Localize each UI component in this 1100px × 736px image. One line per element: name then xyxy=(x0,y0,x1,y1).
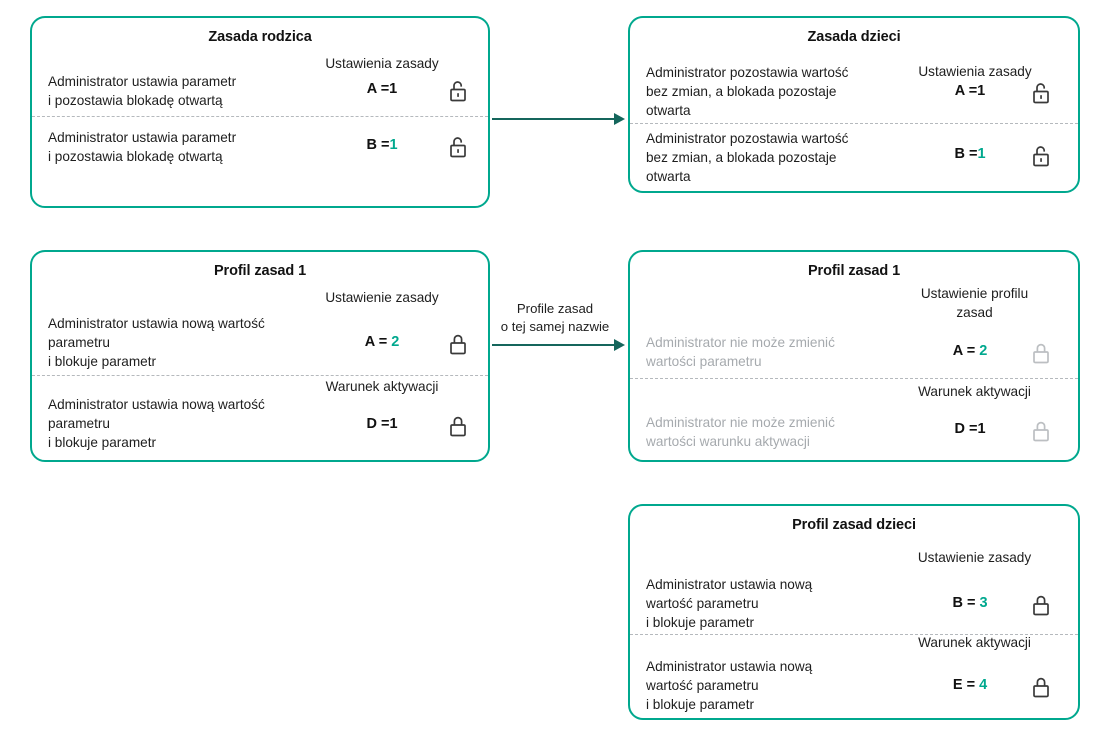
value-key: E xyxy=(952,677,963,693)
value-number: 1 xyxy=(389,81,398,97)
value-number: 3 xyxy=(979,595,988,611)
value-separator: = xyxy=(380,81,390,97)
row-value: D =1 xyxy=(920,421,1020,437)
value-key: D xyxy=(366,416,377,432)
row-value: B = 3 xyxy=(920,595,1020,611)
value-number: 1 xyxy=(977,83,986,99)
value-separator: = xyxy=(968,146,978,162)
row-description: Administrator pozostawia wartość bez zmi… xyxy=(646,130,849,184)
row-description: Administrator nie może zmienić wartości … xyxy=(646,334,835,369)
column-header-policy-settings: Ustawienia zasady xyxy=(918,64,1032,79)
table-row: Administrator ustawia parametr i pozosta… xyxy=(32,117,488,177)
table-row: Administrator ustawia nową wartość param… xyxy=(630,635,1078,712)
card-title: Zasada dzieci xyxy=(807,29,901,45)
value-key: B xyxy=(366,137,377,153)
row-description: Administrator ustawia nową wartość param… xyxy=(646,658,813,712)
unlocked-padlock-icon xyxy=(447,135,469,159)
locked-padlock-icon-disabled xyxy=(1030,341,1052,365)
row-description: Administrator ustawia parametr i pozosta… xyxy=(48,130,237,164)
value-separator: = xyxy=(966,595,976,611)
row-value: D =1 xyxy=(332,416,432,432)
table-row: Administrator ustawia nową wartość param… xyxy=(32,376,488,450)
value-number: 1 xyxy=(389,137,398,153)
value-key: A xyxy=(364,334,375,350)
column-header-policy-setting: Ustawienie zasady xyxy=(917,550,1032,565)
row-description: Administrator ustawia nową wartość param… xyxy=(48,396,265,450)
locked-padlock-icon xyxy=(1030,675,1052,699)
column-header-activation-condition: Warunek aktywacji xyxy=(325,379,439,394)
unlocked-padlock-icon xyxy=(1030,81,1052,105)
value-key: A xyxy=(954,83,965,99)
value-separator: = xyxy=(968,421,978,437)
value-key: B xyxy=(952,595,963,611)
value-separator: = xyxy=(378,334,388,350)
row-value: E = 4 xyxy=(920,677,1020,693)
row-value: A = 2 xyxy=(920,343,1020,359)
unlocked-padlock-icon xyxy=(1030,144,1052,168)
row-description: Administrator nie może zmienić wartości … xyxy=(646,415,835,449)
table-row: Administrator ustawia nową wartość param… xyxy=(32,304,488,376)
value-number: 2 xyxy=(979,343,988,359)
card-title: Zasada rodzica xyxy=(208,29,312,45)
table-row: Administrator ustawia nową wartość param… xyxy=(630,565,1078,635)
table-row: Administrator pozostawia wartość bez zmi… xyxy=(630,59,1078,124)
row-description: Administrator ustawia parametr i pozosta… xyxy=(48,73,237,108)
arrow-profile-same-name-label: Profile zasad o tej samej nazwie xyxy=(500,301,610,334)
table-row: Administrator nie może zmienić wartości … xyxy=(630,325,1078,379)
value-key: D xyxy=(954,421,965,437)
value-separator: = xyxy=(966,343,976,359)
card-parent-policy: Zasada rodzica Ustawienia zasady Adminis… xyxy=(30,16,490,208)
value-separator: = xyxy=(968,83,978,99)
value-separator: = xyxy=(380,137,390,153)
column-header-policy-setting: Ustawienie zasady xyxy=(325,290,439,305)
card-rows: Administrator ustawia nową wartość param… xyxy=(630,565,1078,712)
column-header-profile-setting: Ustawienie profilu zasad xyxy=(920,286,1029,320)
table-row: Administrator pozostawia wartość bez zmi… xyxy=(630,124,1078,190)
card-rows: Administrator ustawia parametr i pozosta… xyxy=(32,65,488,177)
value-key: A xyxy=(952,343,963,359)
row-value: B =1 xyxy=(332,137,432,153)
row-value: A =1 xyxy=(332,81,432,97)
row-description: Administrator ustawia nową wartość param… xyxy=(646,577,813,630)
card-title: Profil zasad 1 xyxy=(213,263,307,279)
value-number: 1 xyxy=(977,146,986,162)
card-rows: Administrator pozostawia wartość bez zmi… xyxy=(630,59,1078,190)
value-number: 1 xyxy=(977,421,986,437)
arrow-profile-same-name-line xyxy=(492,344,616,346)
column-header-activation-condition: Warunek aktywacji xyxy=(918,384,1031,399)
row-value: B =1 xyxy=(920,146,1020,162)
table-row: Administrator nie może zmienić wartości … xyxy=(630,379,1078,457)
locked-padlock-icon xyxy=(447,332,469,356)
arrow-profile-same-name-head xyxy=(614,339,625,351)
column-header-activation-condition: Warunek aktywacji xyxy=(918,635,1031,650)
card-child-policy: Zasada dzieci Ustawienia zasady Administ… xyxy=(628,16,1080,193)
card-rows: Administrator nie może zmienić wartości … xyxy=(630,325,1078,457)
locked-padlock-icon xyxy=(1030,593,1052,617)
value-separator: = xyxy=(966,677,976,693)
table-row: Administrator ustawia parametr i pozosta… xyxy=(32,65,488,117)
arrow-policy-inherit-line xyxy=(492,118,616,120)
card-child-policy-profile: Profil zasad dzieci Ustawienie zasady Wa… xyxy=(628,504,1080,720)
locked-padlock-icon-disabled xyxy=(1030,419,1052,443)
card-policy-profile-1-right: Profil zasad 1 Ustawienie profilu zasad … xyxy=(628,250,1080,462)
row-value: A = 2 xyxy=(332,334,432,350)
unlocked-padlock-icon xyxy=(447,79,469,103)
row-value: A =1 xyxy=(920,83,1020,99)
column-header-policy-settings: Ustawienia zasady xyxy=(325,56,439,71)
arrow-policy-inherit-head xyxy=(614,113,625,125)
locked-padlock-icon xyxy=(447,414,469,438)
card-policy-profile-1-left: Profil zasad 1 Ustawienie zasady Warunek… xyxy=(30,250,490,462)
value-number: 1 xyxy=(389,416,398,432)
value-key: A xyxy=(366,81,377,97)
value-key: B xyxy=(954,146,965,162)
row-description: Administrator pozostawia wartość bez zmi… xyxy=(646,64,849,118)
card-title: Profil zasad 1 xyxy=(807,263,901,279)
card-title: Profil zasad dzieci xyxy=(792,517,916,533)
value-number: 4 xyxy=(979,677,988,693)
card-rows: Administrator ustawia nową wartość param… xyxy=(32,304,488,450)
row-description: Administrator ustawia nową wartość param… xyxy=(48,316,265,369)
value-number: 2 xyxy=(391,334,400,350)
value-separator: = xyxy=(380,416,390,432)
